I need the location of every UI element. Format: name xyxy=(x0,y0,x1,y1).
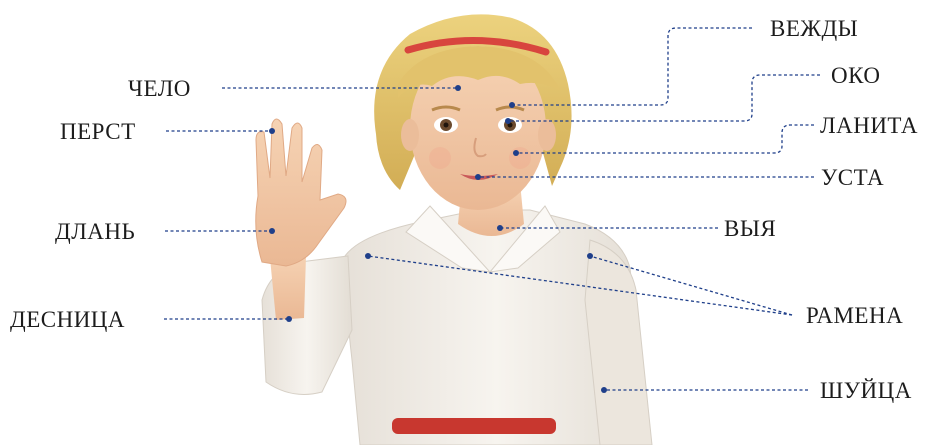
label-vezhdy: ВЕЖДЫ xyxy=(770,17,858,40)
label-oko: ОКО xyxy=(831,64,881,87)
label-lanita: ЛАНИТА xyxy=(820,114,918,137)
belt xyxy=(392,418,556,434)
label-vyya: ВЫЯ xyxy=(724,217,776,240)
label-desnitsa: ДЕСНИЦА xyxy=(10,308,125,331)
label-usta: УСТА xyxy=(821,166,884,189)
label-shuytsa: ШУЙЦА xyxy=(820,379,912,402)
label-perst: ПЕРСТ xyxy=(60,120,136,143)
label-dlan: ДЛАНЬ xyxy=(55,220,135,243)
raised-hand xyxy=(256,119,346,266)
label-chelo: ЧЕЛО xyxy=(128,77,191,100)
label-ramena: РАМЕНА xyxy=(806,304,903,327)
